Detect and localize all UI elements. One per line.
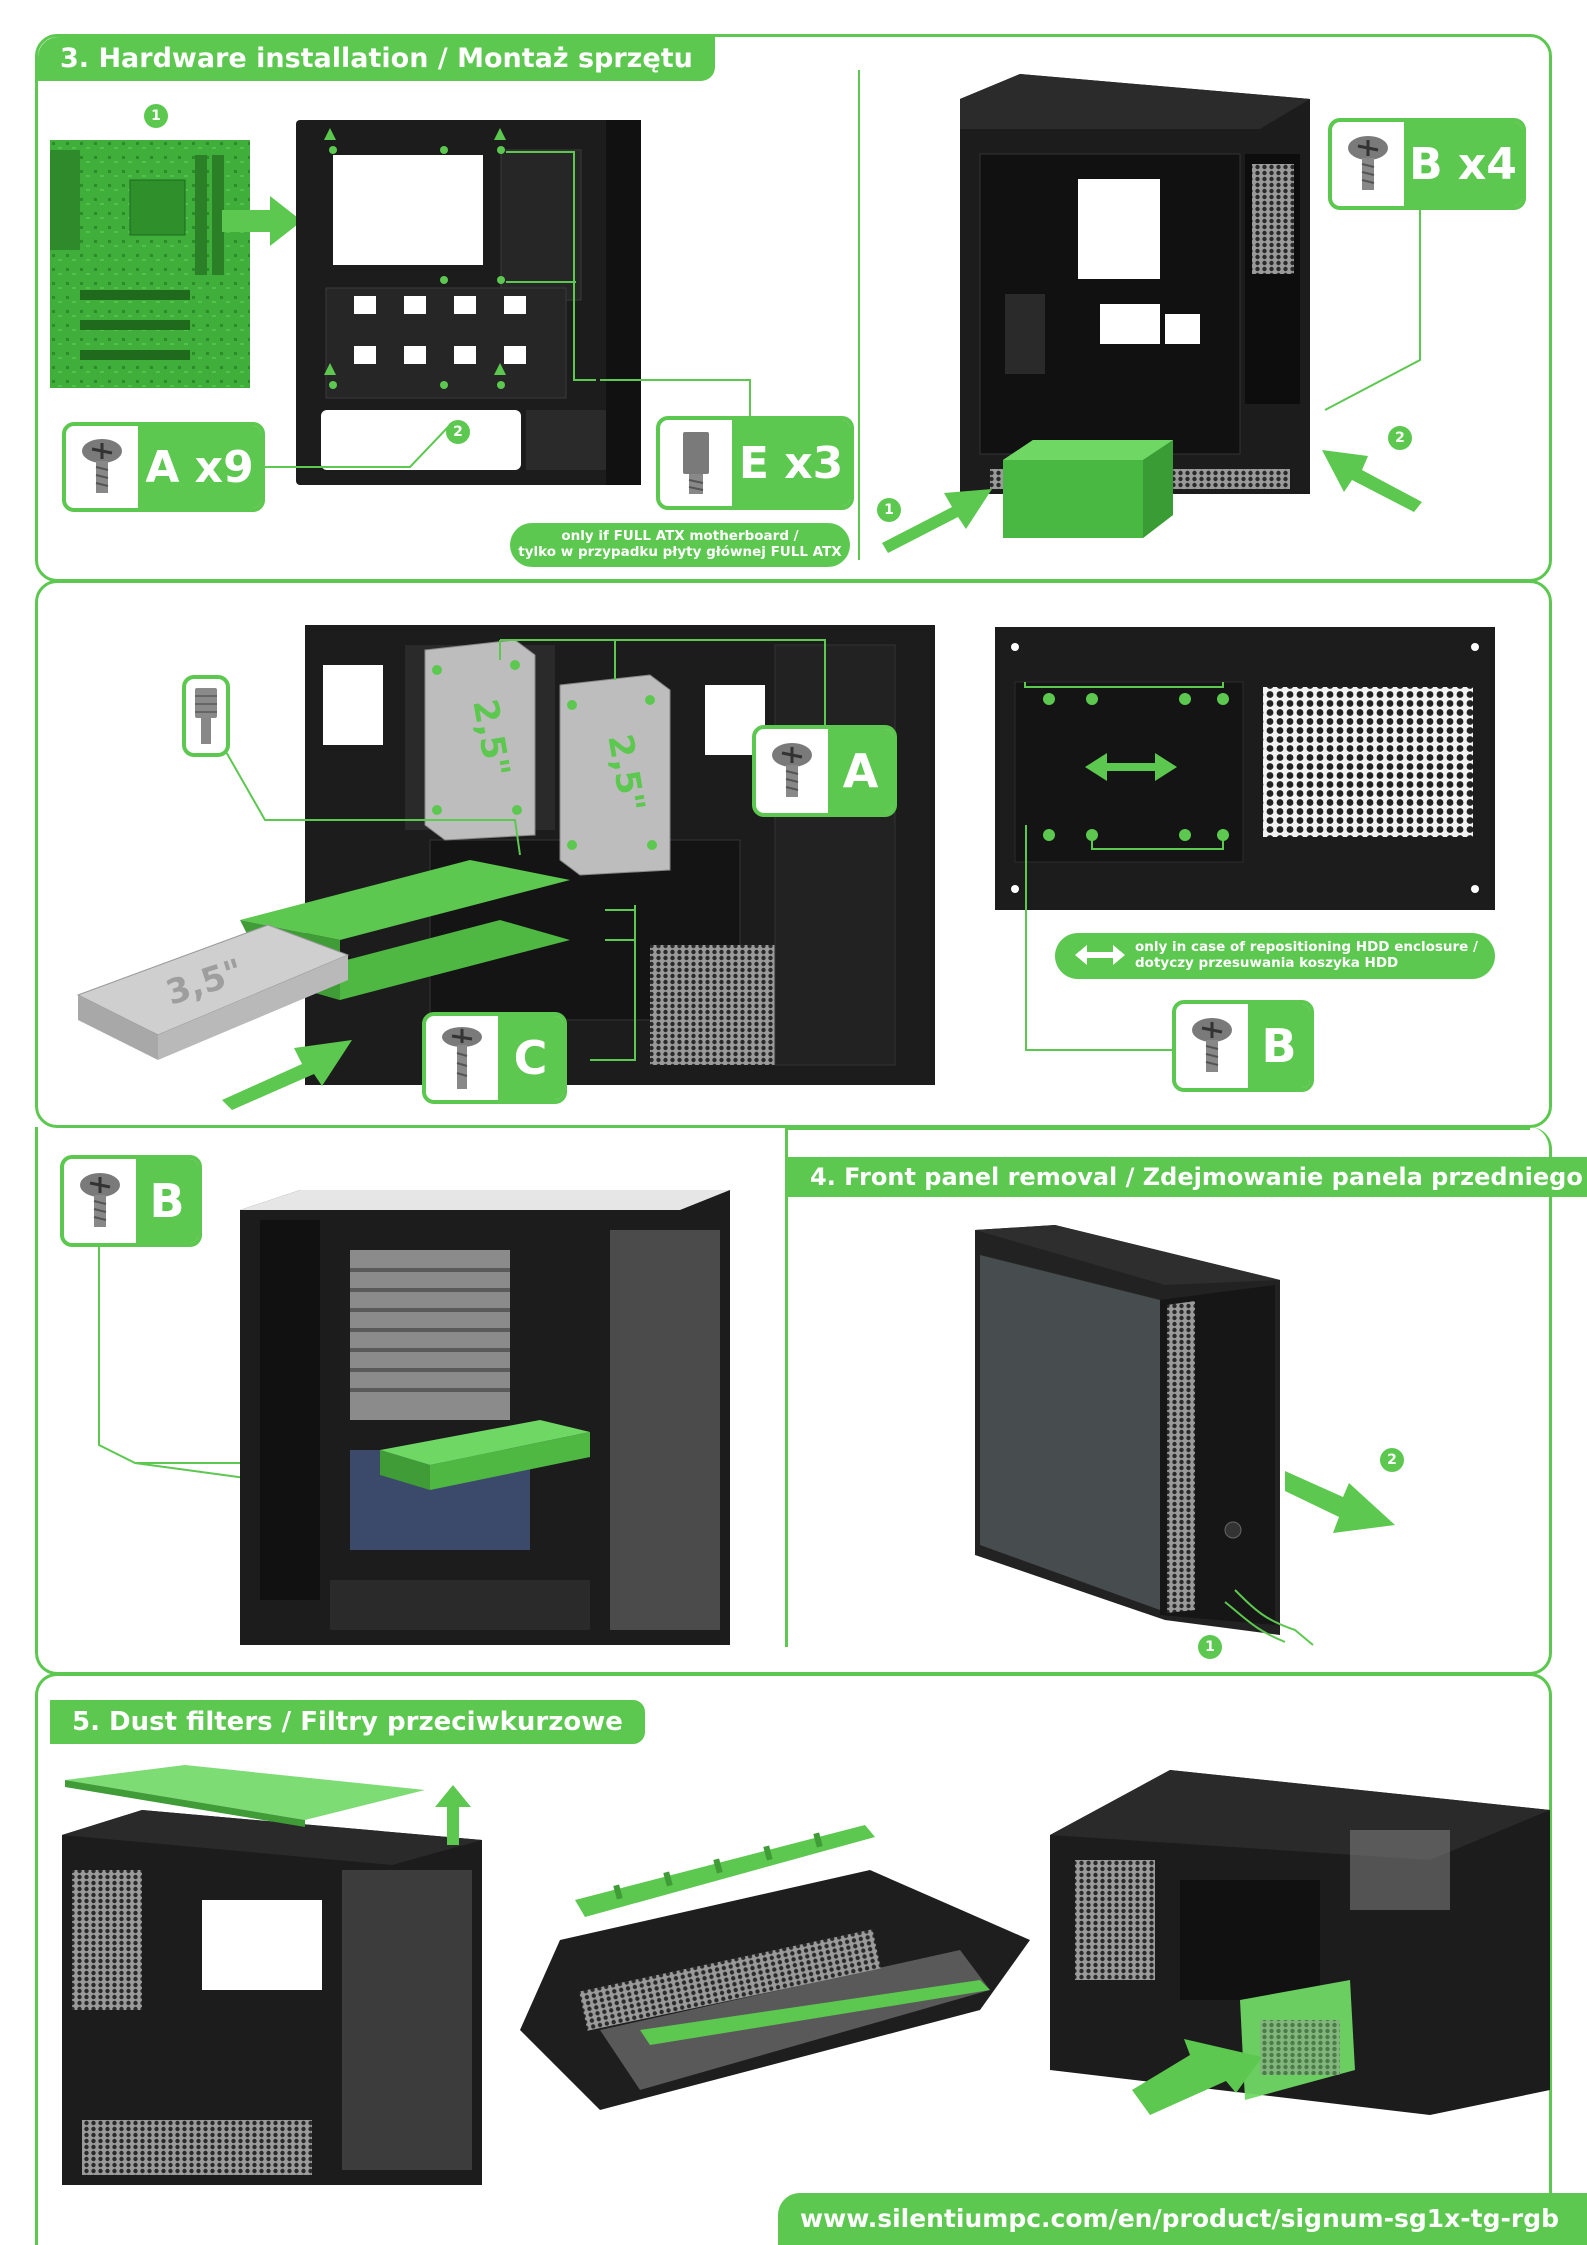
arrow-icon — [1132, 2039, 1262, 2115]
arrow-icon — [222, 1040, 352, 1110]
standoff-icon — [683, 432, 709, 494]
section-4-top-rule — [785, 1127, 1530, 1130]
ssd-2-5-left: 2,5" — [424, 639, 536, 841]
bottom-filter-case — [1050, 1770, 1550, 2115]
step-2-marker: 2 — [1388, 426, 1412, 450]
top-dust-filter — [65, 1765, 425, 1827]
screw-icon — [80, 1173, 120, 1227]
leader-line-b-hdd — [1025, 825, 1180, 1051]
step-2-marker: 2 — [1380, 1448, 1404, 1472]
step-1-marker: 1 — [1198, 1635, 1222, 1659]
section-3-divider — [858, 70, 860, 560]
front-panel-filter — [520, 1870, 1030, 2110]
leader-line-b — [1324, 200, 1421, 411]
leader-lines-drive — [224, 639, 826, 1061]
full-atx-note-line1: only if FULL ATX motherboard / — [561, 528, 799, 544]
leader-line-e — [600, 379, 751, 433]
hdd-note-line2: dotyczy przesuwania koszyka HDD — [1135, 955, 1399, 971]
thumbscrew-badge — [182, 675, 230, 757]
section-3-title: 3. Hardware installation / Montaż sprzęt… — [38, 37, 715, 81]
screw-b-hdd-label: B — [1248, 1004, 1310, 1088]
thumbscrew-icon — [195, 688, 217, 744]
screw-b-x4-badge: B x4 — [1328, 118, 1526, 210]
hdd-enclosure-plate — [995, 627, 1495, 910]
full-atx-note: only if FULL ATX motherboard / tylko w p… — [510, 523, 850, 567]
section-5-panel — [35, 1673, 1552, 2245]
arrow-icon — [1285, 1471, 1395, 1533]
cooler-case-illustration — [240, 1190, 730, 1645]
standoff-e-x3-badge: E x3 — [656, 416, 854, 510]
section-5-title: 5. Dust filters / Filtry przeciwkurzowe — [50, 1700, 645, 1744]
leader-line-a — [260, 424, 451, 468]
screw-a-x9-badge: A x9 — [62, 422, 265, 512]
section-4-divider — [785, 1127, 788, 1647]
psu-unit — [1003, 440, 1173, 538]
hdd-note-line1: only in case of repositioning HDD enclos… — [1135, 939, 1478, 955]
arrow-up-icon — [435, 1785, 471, 1845]
top-filter-case — [62, 1810, 482, 2185]
double-arrow-icon — [1075, 945, 1125, 965]
screw-a-badge: A — [752, 725, 897, 817]
footer-url[interactable]: www.silentiumpc.com/en/product/signum-sg… — [778, 2193, 1587, 2245]
screw-c-label: C — [498, 1016, 563, 1100]
drive-install-panel — [35, 580, 1552, 1128]
step-2-marker: 2 — [446, 420, 470, 444]
screw-a-x9-label: A x9 — [138, 426, 261, 508]
screw-icon — [442, 1027, 482, 1089]
tempered-glass-case — [975, 1225, 1280, 1635]
hdd-reposition-note: only in case of repositioning HDD enclos… — [1055, 933, 1495, 979]
bottom-dust-filter — [1240, 1980, 1355, 2100]
arrow-icon — [1322, 450, 1422, 512]
screw-icon — [82, 439, 122, 493]
screw-icon — [772, 743, 812, 797]
hand-icon — [1224, 1589, 1314, 1646]
screw-b-x4-label: B x4 — [1404, 122, 1522, 206]
front-dust-filter — [575, 1825, 875, 1917]
hdd-3-5-drive: 3,5" — [76, 924, 350, 1060]
full-atx-note-line2: tylko w przypadku płyty głównej FULL ATX — [518, 544, 842, 560]
standoff-e-x3-label: E x3 — [732, 420, 850, 506]
screw-b-side-badge: B — [60, 1155, 202, 1247]
step-1-marker: 1 — [144, 104, 168, 128]
screw-b-hdd-badge: B — [1172, 1000, 1314, 1092]
case-tray-illustration — [296, 120, 641, 485]
screw-b-side-label: B — [136, 1159, 198, 1243]
ssd-cage-highlight — [380, 1420, 590, 1490]
screw-icon — [1192, 1018, 1232, 1072]
screw-c-badge: C — [422, 1012, 567, 1104]
ssd-2-5-right: 2,5" — [559, 674, 671, 876]
motherboard-illustration — [50, 140, 250, 388]
screw-a-label: A — [828, 729, 893, 813]
step-1-marker: 1 — [877, 498, 901, 522]
section-4-title: 4. Front panel removal / Zdejmowanie pan… — [788, 1157, 1587, 1197]
arrow-icon — [222, 196, 302, 246]
screw-icon — [1348, 136, 1388, 190]
arrow-icon — [882, 489, 992, 553]
